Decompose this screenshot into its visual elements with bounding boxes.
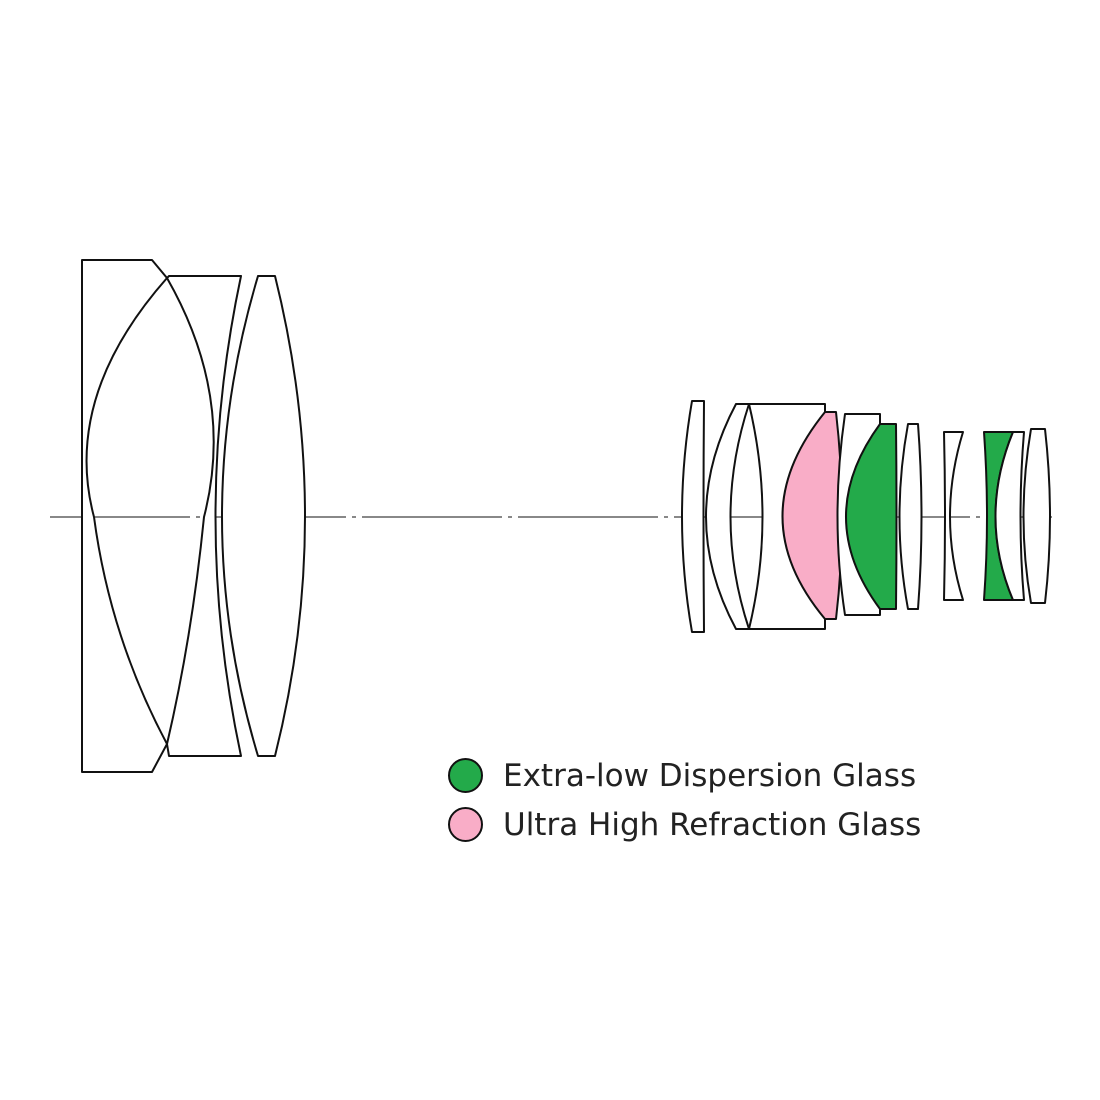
lens-element-2 [166,275,242,757]
legend: Extra-low Dispersion Glass Ultra High Re… [448,751,921,849]
lens-element-10 [898,423,923,610]
lens-element-4 [681,400,705,633]
legend-item-ed: Extra-low Dispersion Glass [448,751,921,800]
front-lens-group [81,259,306,773]
lens-element-1 [81,259,168,773]
ed-glass-swatch-icon [448,758,483,793]
lens-element-3 [221,275,306,757]
legend-label-uhr: Ultra High Refraction Glass [503,806,922,843]
lens-element-11 [943,431,964,601]
legend-label-ed: Extra-low Dispersion Glass [503,757,917,794]
lens-element-9-ed [845,423,898,610]
rear-lens-group [681,400,1051,633]
lens-element-14 [1022,428,1051,604]
legend-item-uhr: Ultra High Refraction Glass [448,800,921,849]
lens-element-13 [994,431,1025,601]
uhr-glass-swatch-icon [448,807,483,842]
